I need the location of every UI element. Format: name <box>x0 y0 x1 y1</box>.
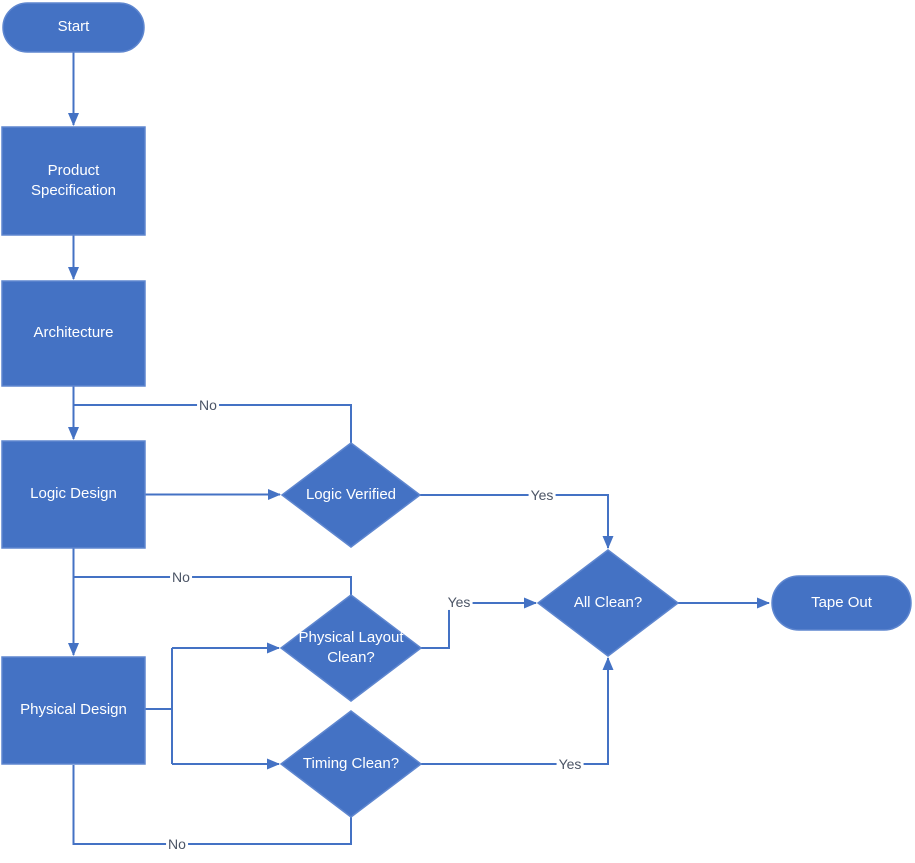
node-start-shape <box>2 2 145 53</box>
edge-logic-verified-yes-to-all-clean <box>420 494 614 549</box>
node-logic-verified-label: Logic Verified <box>305 485 397 503</box>
node-physical-design-label: Physical Design <box>20 701 127 719</box>
edge-label-timing-yes: Yes <box>556 755 584 773</box>
edge-physical-layout-yes-to-all-clean <box>421 597 537 649</box>
node-timing-clean-label: Timing Clean? <box>302 754 400 772</box>
edge-label-timing-no: No <box>166 835 188 853</box>
edge-logic-verified-no-loop <box>73 404 352 443</box>
edge-timing-yes-to-all-clean <box>421 657 614 765</box>
node-logic-design-label: Logic Design <box>30 485 117 503</box>
node-timing-clean-shape <box>279 710 423 818</box>
edge-label-logic-verified-yes: Yes <box>528 486 556 504</box>
node-all-clean-label: All Clean? <box>573 593 643 611</box>
node-physical-design-shape <box>1 656 146 765</box>
node-tape-out-shape <box>771 575 912 631</box>
node-architecture-label: Architecture <box>33 324 114 342</box>
node-start-label: Start <box>57 18 90 36</box>
edge-label-physical-layout-no: No <box>170 568 192 586</box>
node-physical-layout-clean-label: Physical Layout Clean? <box>298 628 404 666</box>
node-physical-layout-clean-shape <box>279 594 423 702</box>
edge-label-logic-verified-no: No <box>197 396 219 414</box>
node-all-clean-shape <box>536 549 680 657</box>
node-product-specification-label: Product Specification <box>30 161 117 199</box>
node-logic-design-shape <box>1 440 146 549</box>
node-architecture-shape <box>1 280 146 387</box>
edge-physical-layout-no-loop <box>73 576 352 595</box>
node-tape-out-label: Tape Out <box>811 593 872 611</box>
node-product-specification-shape <box>1 126 146 236</box>
edge-timing-no-loop <box>72 765 352 845</box>
node-logic-verified-shape <box>280 442 422 548</box>
edge-label-physical-layout-yes: Yes <box>445 593 473 611</box>
